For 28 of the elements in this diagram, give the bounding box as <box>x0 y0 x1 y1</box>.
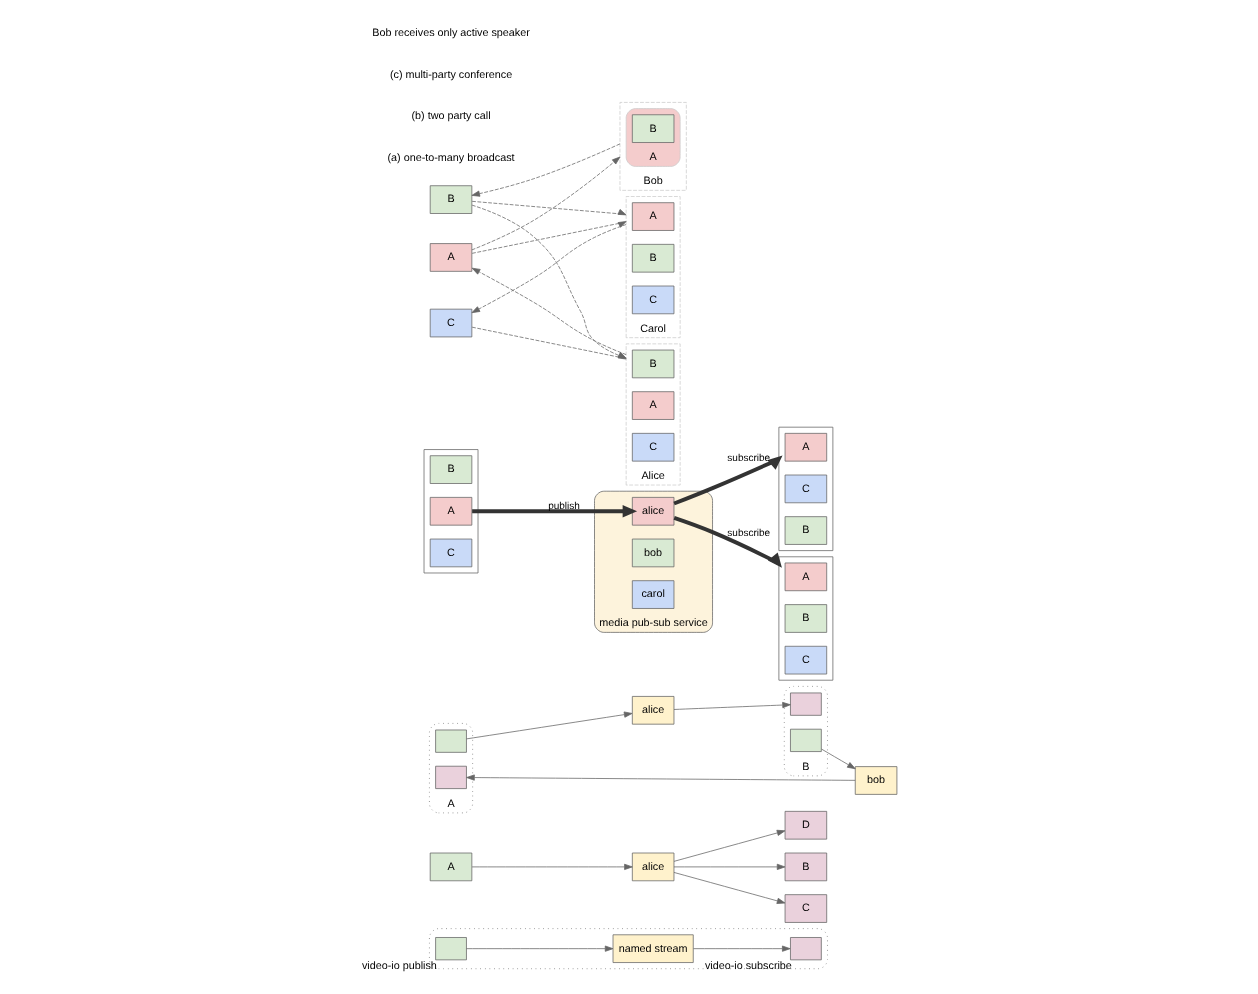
arrow <box>692 945 790 952</box>
arrow <box>470 224 626 314</box>
arrow <box>672 516 781 568</box>
arrow <box>820 748 855 770</box>
arrow <box>465 945 613 952</box>
arrow <box>470 143 620 197</box>
arrow <box>672 701 790 710</box>
cluster <box>422 449 478 574</box>
arrow <box>470 221 626 254</box>
node-box <box>434 765 466 789</box>
arrow <box>470 200 626 216</box>
arrow <box>672 455 782 506</box>
arrow <box>471 504 637 518</box>
arrow <box>672 829 785 862</box>
node-box <box>789 692 821 716</box>
arrow <box>470 156 620 251</box>
arrow <box>470 267 626 355</box>
node-box <box>434 729 466 753</box>
arrow <box>672 872 785 904</box>
arrow <box>465 711 632 740</box>
cluster <box>777 556 833 681</box>
cluster <box>777 426 833 551</box>
arrow <box>470 863 632 870</box>
node-box <box>434 937 466 961</box>
node-box <box>789 937 821 961</box>
arrow <box>465 774 855 781</box>
arrow <box>672 863 785 870</box>
node-box <box>789 728 821 752</box>
